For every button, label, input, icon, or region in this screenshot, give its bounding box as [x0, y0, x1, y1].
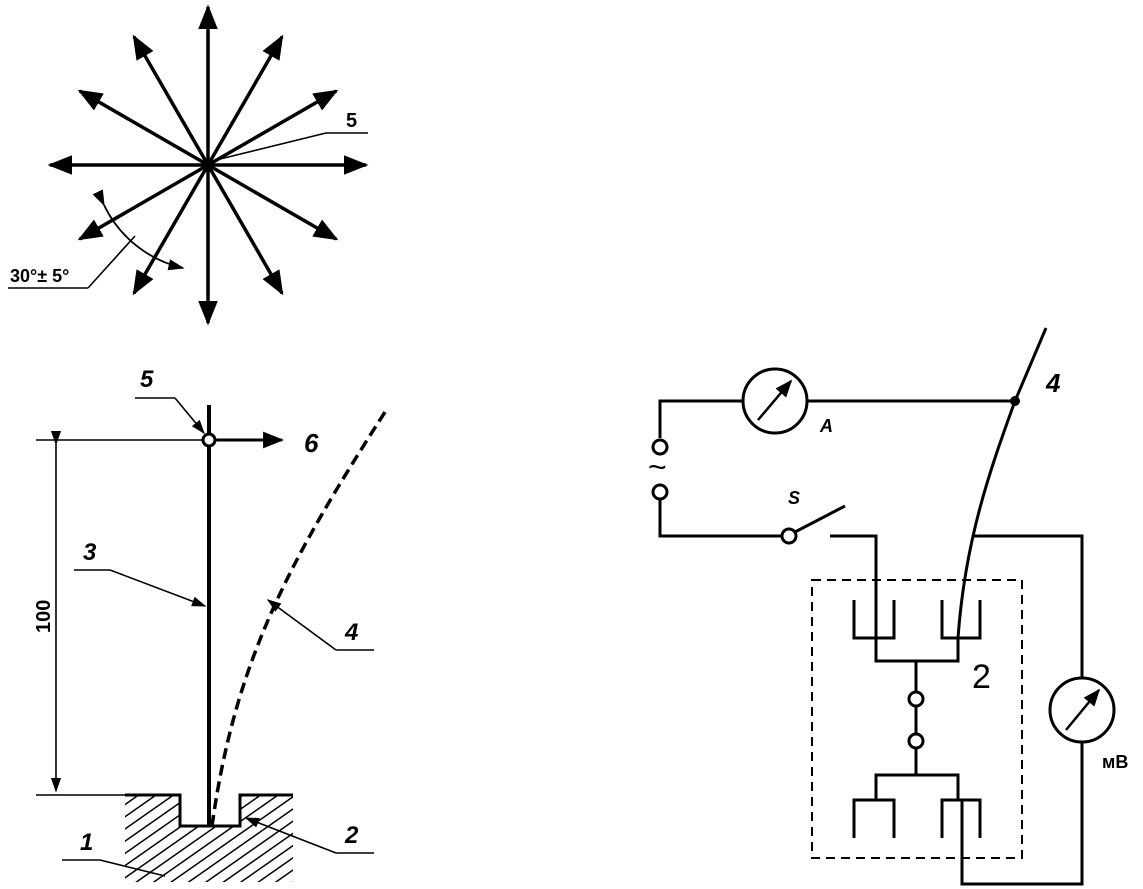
wire-mv-bottom	[960, 742, 1084, 886]
star-arrow-330deg	[207, 163, 339, 241]
ac-terminal-bottom	[651, 483, 669, 501]
switch-blade	[794, 504, 846, 534]
wire-bottom-left	[658, 499, 782, 538]
ammeter-label: A	[819, 416, 833, 436]
circuit-label-2: 2	[972, 658, 991, 696]
terminal-upper-left	[852, 600, 896, 640]
star-arrow-300deg	[206, 164, 284, 296]
star-arrow-60deg	[206, 34, 284, 166]
deflected-conductor	[210, 411, 387, 827]
setup-label-4: 4	[344, 619, 358, 646]
wire-top-left	[658, 399, 743, 438]
setup-label-1: 1	[80, 829, 93, 856]
ac-symbol: ~	[648, 449, 667, 485]
specimen-enclosure	[811, 579, 1023, 859]
star-center	[203, 160, 213, 170]
ammeter-needle	[757, 379, 793, 421]
setup-label-6: 6	[304, 428, 319, 458]
junction-node	[1010, 396, 1020, 406]
link-contact-1	[907, 690, 925, 708]
wire-mv-top	[973, 534, 1084, 678]
conductor-free-end	[1013, 327, 1048, 402]
setup-leader-4	[266, 599, 337, 651]
wire-switch-to-terminal	[830, 534, 878, 638]
force-point	[201, 432, 217, 448]
link-contact-2	[907, 732, 925, 750]
force-direction-star: 5 30°± 5°	[8, 4, 369, 326]
switch-pivot	[780, 527, 798, 545]
setup-leader-2	[244, 817, 337, 854]
setup-label-3: 3	[83, 539, 97, 566]
dimension-label: 100	[33, 600, 55, 633]
star-arrow-120deg	[132, 34, 210, 166]
base-hatch	[125, 795, 293, 882]
terminal-lower-left	[852, 798, 896, 838]
lower-bridge	[874, 773, 960, 800]
setup-leader-5	[174, 397, 205, 435]
bending-test-setup: 6 5 3 4 2 1 100	[33, 366, 387, 882]
setup-label-5: 5	[140, 366, 154, 393]
millivoltmeter-label: мВ	[1102, 752, 1128, 772]
setup-label-2: 2	[344, 822, 359, 849]
ac-terminal-top	[651, 438, 669, 456]
setup-leader-3	[109, 569, 207, 607]
star-leader-5	[211, 132, 327, 162]
star-arrow-30deg	[207, 89, 339, 167]
star-arrow-210deg	[77, 163, 209, 241]
conductor-bent	[956, 400, 1017, 639]
angle-arc	[92, 189, 185, 271]
test-circuit	[651, 327, 1116, 886]
angle-label: 30°± 5°	[10, 266, 69, 286]
angle-leader	[87, 235, 136, 289]
terminal-upper-right	[940, 600, 982, 640]
star-arrow-150deg	[77, 89, 209, 167]
star-arrow-240deg	[132, 164, 210, 296]
upper-bridge	[874, 638, 960, 663]
setup-leader-1	[99, 859, 166, 877]
mv-needle	[1065, 688, 1101, 731]
star-label-5: 5	[346, 110, 357, 132]
switch-label: S	[788, 488, 800, 508]
circuit-label-4: 4	[1045, 368, 1061, 398]
